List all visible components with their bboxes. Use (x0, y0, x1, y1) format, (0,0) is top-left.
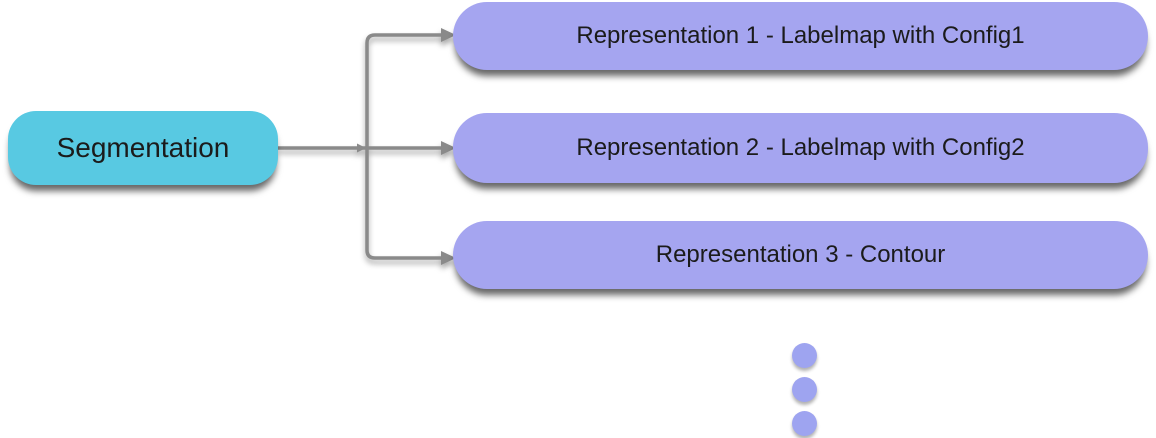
arrowhead-bottom-icon (441, 251, 456, 265)
ellipsis-dot (792, 411, 817, 436)
node-segmentation-label: Segmentation (56, 132, 230, 163)
connector-top-line (365, 33, 441, 148)
node-representation-3-label: Representation 3 - Contour (655, 241, 946, 268)
node-representation-2-label: Representation 2 - Labelmap with Config2 (576, 134, 1025, 161)
node-representation-1-label: Representation 1 - Labelmap with Config1 (576, 22, 1025, 49)
node-segmentation: Segmentation (8, 111, 278, 185)
node-representation-2: Representation 2 - Labelmap with Config2 (453, 113, 1148, 183)
arrowhead-middle-icon (441, 141, 456, 155)
connector-bottom-line (365, 148, 441, 260)
arrowhead-top-icon (441, 28, 456, 42)
node-representation-3: Representation 3 - Contour (453, 221, 1148, 289)
ellipsis-dot (792, 343, 817, 368)
ellipsis-dot (792, 377, 817, 402)
node-representation-1: Representation 1 - Labelmap with Config1 (453, 2, 1148, 70)
arrowhead-junction-icon (357, 143, 366, 153)
